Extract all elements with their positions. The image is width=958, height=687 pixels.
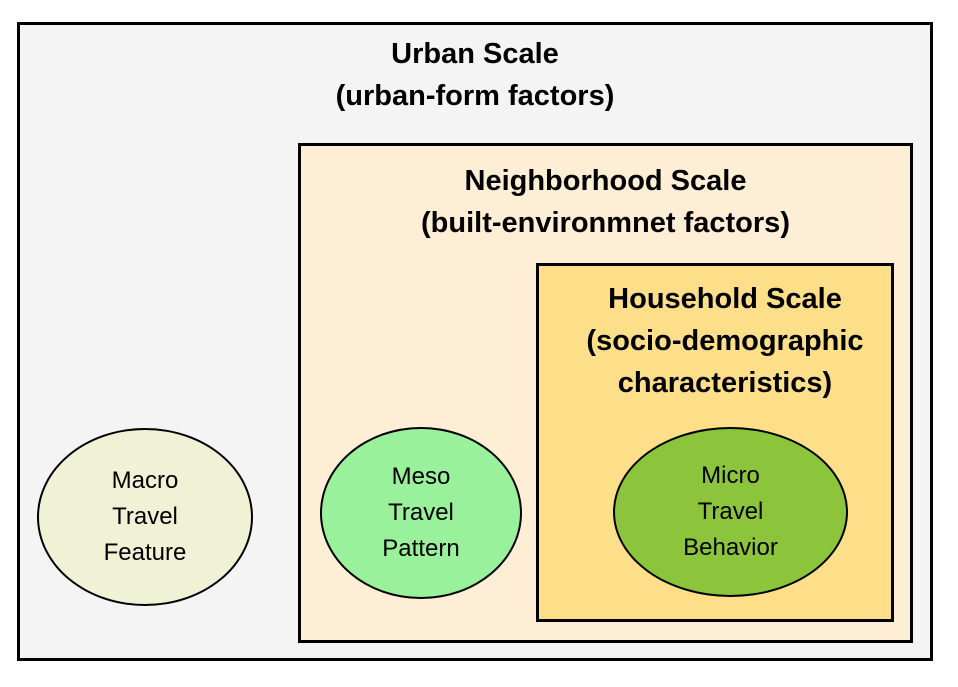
urban-scale-subtitle: (urban-form factors) (335, 80, 615, 113)
ellipse-label-line: Travel (697, 498, 764, 525)
meso-travel-pattern-ellipse: Meso Travel Pattern (320, 427, 522, 599)
household-scale-title: Household Scale (608, 283, 842, 315)
ellipse-label-line: Travel (388, 499, 454, 526)
ellipse-label-line: Meso (391, 463, 451, 490)
urban-scale-box: Urban Scale (urban-form factors) Macro T… (17, 22, 933, 661)
ellipse-label-line: Feature (103, 539, 187, 566)
ellipse-label-line: Micro (701, 462, 760, 489)
ellipse-label-line: Travel (112, 503, 178, 530)
neighborhood-scale-box: Neighborhood Scale (built-environmnet fa… (298, 143, 913, 643)
macro-travel-feature-ellipse: Macro Travel Feature (37, 428, 253, 606)
ellipse-label-line: Behavior (683, 534, 778, 561)
household-scale-subtitle: (socio-demographic characteristics) (586, 325, 864, 400)
urban-scale-title: Urban Scale (391, 38, 559, 70)
urban-scale-heading: Urban Scale (urban-form factors) (20, 33, 930, 117)
neighborhood-scale-subtitle: (built-environmnet factors) (421, 207, 790, 240)
ellipse-label-line: Pattern (382, 535, 460, 562)
micro-travel-behavior-ellipse: Micro Travel Behavior (613, 427, 848, 597)
ellipse-label-line: Macro (111, 467, 179, 494)
household-scale-heading: Household Scale (socio-demographic chara… (539, 278, 911, 404)
neighborhood-scale-heading: Neighborhood Scale (built-environmnet fa… (301, 160, 910, 244)
household-scale-box: Household Scale (socio-demographic chara… (536, 263, 894, 622)
neighborhood-scale-title: Neighborhood Scale (464, 165, 747, 197)
